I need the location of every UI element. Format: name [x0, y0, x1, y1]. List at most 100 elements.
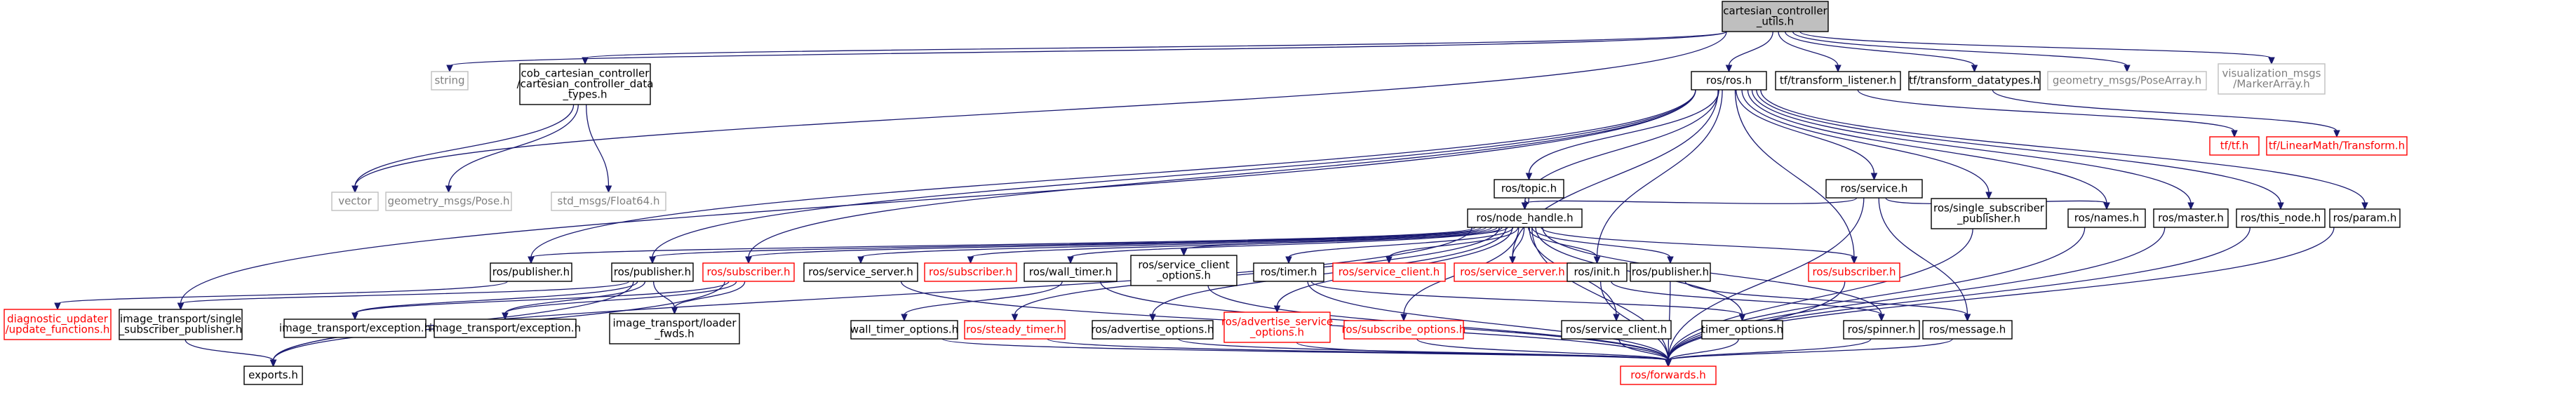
node-ros-single-sub-pub[interactable]: ros/single_subscriber_publisher.h: [1931, 198, 2047, 229]
node-box: [1908, 71, 2041, 91]
edge-ros-service-to-ros-forwards: [1665, 197, 1865, 368]
edge-ros-nodehandle-to-ros-publisher-c: [1531, 227, 1674, 264]
edge-ros-nodehandle-to-ros-publisher-b: [649, 227, 1482, 264]
edge-line: [652, 89, 1696, 258]
node-box: [803, 262, 918, 282]
node-tf-tf[interactable]: tf/tf.h: [2209, 136, 2260, 156]
node-label: ros/spinner.h: [1848, 323, 1916, 336]
node-img-exception-a[interactable]: image_transport/exception.h: [279, 319, 431, 338]
node-diag-updater[interactable]: diagnostic_updater/update_functions.h: [4, 309, 112, 340]
edge-line: [1512, 227, 1525, 258]
node-label: image_transport/single: [120, 313, 241, 326]
node-ros-publisher-b[interactable]: ros/publisher.h: [611, 262, 694, 282]
node-ros-subscriber-a[interactable]: ros/subscriber.h: [702, 262, 795, 282]
node-ros-timer[interactable]: ros/timer.h: [1253, 262, 1324, 282]
edge-root-to-vector: [351, 31, 1727, 194]
edge-ros-ros-to-ros-single-sub-pub: [1741, 89, 1992, 200]
edge-arrowhead: [2268, 57, 2275, 65]
node-ros-publisher-c[interactable]: ros/publisher.h: [1630, 262, 1711, 282]
edge-line: [584, 31, 1727, 59]
node-label: ros/subscriber.h: [707, 266, 791, 279]
node-ros-service-client-opts[interactable]: ros/service_client_options.h: [1130, 255, 1237, 286]
node-ros-this-node[interactable]: ros/this_node.h: [2236, 208, 2326, 228]
node-label: _options.h: [1249, 326, 1304, 340]
edge-arrowhead: [2333, 130, 2340, 138]
node-ros-advertise-service-opts[interactable]: ros/advertise_service_options.h: [1221, 311, 1333, 343]
edge-line: [586, 104, 610, 187]
node-box: [1825, 179, 1923, 199]
node-ros-param[interactable]: ros/param.h: [2329, 208, 2401, 228]
node-img-loader-fwds[interactable]: image_transport/loader_fwds.h: [609, 313, 740, 344]
node-label: ros/topic.h: [1501, 182, 1557, 195]
node-ros-nodehandle[interactable]: ros/node_handle.h: [1467, 208, 1583, 228]
edge-line: [1388, 227, 1519, 258]
edge-root-to-geom-posearray: [1792, 31, 2131, 73]
node-tf-linmath[interactable]: tf/LinearMath/Transform.h: [2266, 136, 2408, 156]
node-ros-steady-timer[interactable]: ros/steady_timer.h: [964, 320, 1066, 340]
node-box: [2209, 136, 2260, 156]
node-label: tf/transform_datatypes.h: [1909, 74, 2040, 88]
edge-line: [1668, 227, 2335, 361]
node-ros-message[interactable]: ros/message.h: [1922, 320, 2013, 340]
node-root[interactable]: cartesian_controller_utils.h: [1722, 1, 1829, 32]
node-ros-service-server-ext[interactable]: ros/service_server.h: [1454, 262, 1571, 282]
node-ros-service-client-ext[interactable]: ros/service_client.h: [1332, 262, 1446, 282]
node-ros-subscriber-c[interactable]: ros/subscriber.h: [1808, 262, 1900, 282]
node-tf-datatypes[interactable]: tf/transform_datatypes.h: [1908, 71, 2041, 91]
node-ros-subscriber-b[interactable]: ros/subscriber.h: [924, 262, 1017, 282]
node-ros-init[interactable]: ros/init.h: [1567, 262, 1628, 282]
node-img-exception-b[interactable]: image_transport/exception.h: [429, 319, 581, 338]
node-ros-names[interactable]: ros/names.h: [2067, 208, 2146, 228]
edge-ros-ros-to-ros-this-node: [1756, 89, 2284, 210]
node-ros-topic[interactable]: ros/topic.h: [1494, 179, 1564, 199]
node-label: ros/publisher.h: [492, 266, 570, 279]
edge-ros-publisher-c-to-ros-message: [1684, 281, 1971, 322]
edge-root-to-vis-marker: [1799, 31, 2275, 65]
node-ros-ros[interactable]: ros/ros.h: [1691, 71, 1767, 91]
edge-ros-nodehandle-to-ros-service-server-ext: [1509, 227, 1525, 264]
node-ros-spinner[interactable]: ros/spinner.h: [1843, 320, 1920, 340]
edge-line: [970, 227, 1498, 258]
edge-arrowhead: [1665, 359, 1672, 368]
node-ros-subscribe-opts[interactable]: ros/subscribe_options.h: [1342, 320, 1466, 340]
node-box: [1843, 320, 1920, 340]
edge-ros-subscriber-a-to-img-exception-b: [502, 281, 737, 321]
edge-ros-subscriber-a-to-img-exception-a: [351, 281, 730, 321]
node-cob-types[interactable]: cob_cartesian_controller/cartesian_contr…: [517, 63, 654, 105]
node-timer-options[interactable]: timer_options.h: [1701, 320, 1783, 340]
edge-line: [1668, 197, 1865, 361]
node-ros-advertise-opts[interactable]: ros/advertise_options.h: [1092, 320, 1214, 340]
node-tf-listener[interactable]: tf/transform_listener.h: [1775, 71, 1901, 91]
node-box: [1092, 320, 1214, 340]
edge-arrowhead: [605, 185, 612, 194]
node-label: ros/wall_timer.h: [1029, 266, 1112, 279]
edge-ros-ros-to-ros-publisher-a: [528, 89, 1696, 264]
node-img-single-sub-pub[interactable]: image_transport/single_subscriber_publis…: [119, 309, 243, 340]
edge-line: [1541, 227, 1855, 258]
node-box: [2047, 71, 2207, 91]
node-box: [964, 320, 1066, 340]
edge-arrowhead: [1180, 248, 1188, 257]
node-ros-service-server-a[interactable]: ros/service_server.h: [803, 262, 918, 282]
edge-line: [530, 89, 1696, 258]
node-ros-forwards[interactable]: ros/forwards.h: [1620, 366, 1717, 385]
edge-ros-timer-to-timer-options: [1310, 281, 1746, 322]
node-exports[interactable]: exports.h: [243, 366, 303, 385]
node-box: [1691, 71, 1767, 91]
node-ros-wall-timer[interactable]: ros/wall_timer.h: [1024, 262, 1118, 282]
node-ros-service[interactable]: ros/service.h: [1825, 179, 1923, 199]
node-label: wall_timer_options.h: [850, 323, 958, 337]
edge-arrowhead: [2231, 130, 2238, 138]
node-wall-timer-options[interactable]: wall_timer_options.h: [850, 320, 958, 340]
graph-nodes: cartesian_controller_utils.hstringcob_ca…: [4, 1, 2408, 385]
node-ros-publisher-a[interactable]: ros/publisher.h: [490, 262, 572, 282]
node-label: /MarkerArray.h: [2233, 78, 2309, 91]
node-ros-master[interactable]: ros/master.h: [2153, 208, 2229, 228]
edge-line: [354, 104, 575, 187]
edge-arrowhead: [2103, 202, 2110, 210]
edge-line: [1288, 227, 1514, 258]
node-ros-service-client[interactable]: ros/service_client.h: [1561, 320, 1672, 340]
edge-ros-ros-to-ros-names: [1747, 89, 2110, 210]
edge-ros-nodehandle-to-ros-subscriber-a: [745, 227, 1487, 264]
edge-arrowhead: [1285, 256, 1292, 264]
